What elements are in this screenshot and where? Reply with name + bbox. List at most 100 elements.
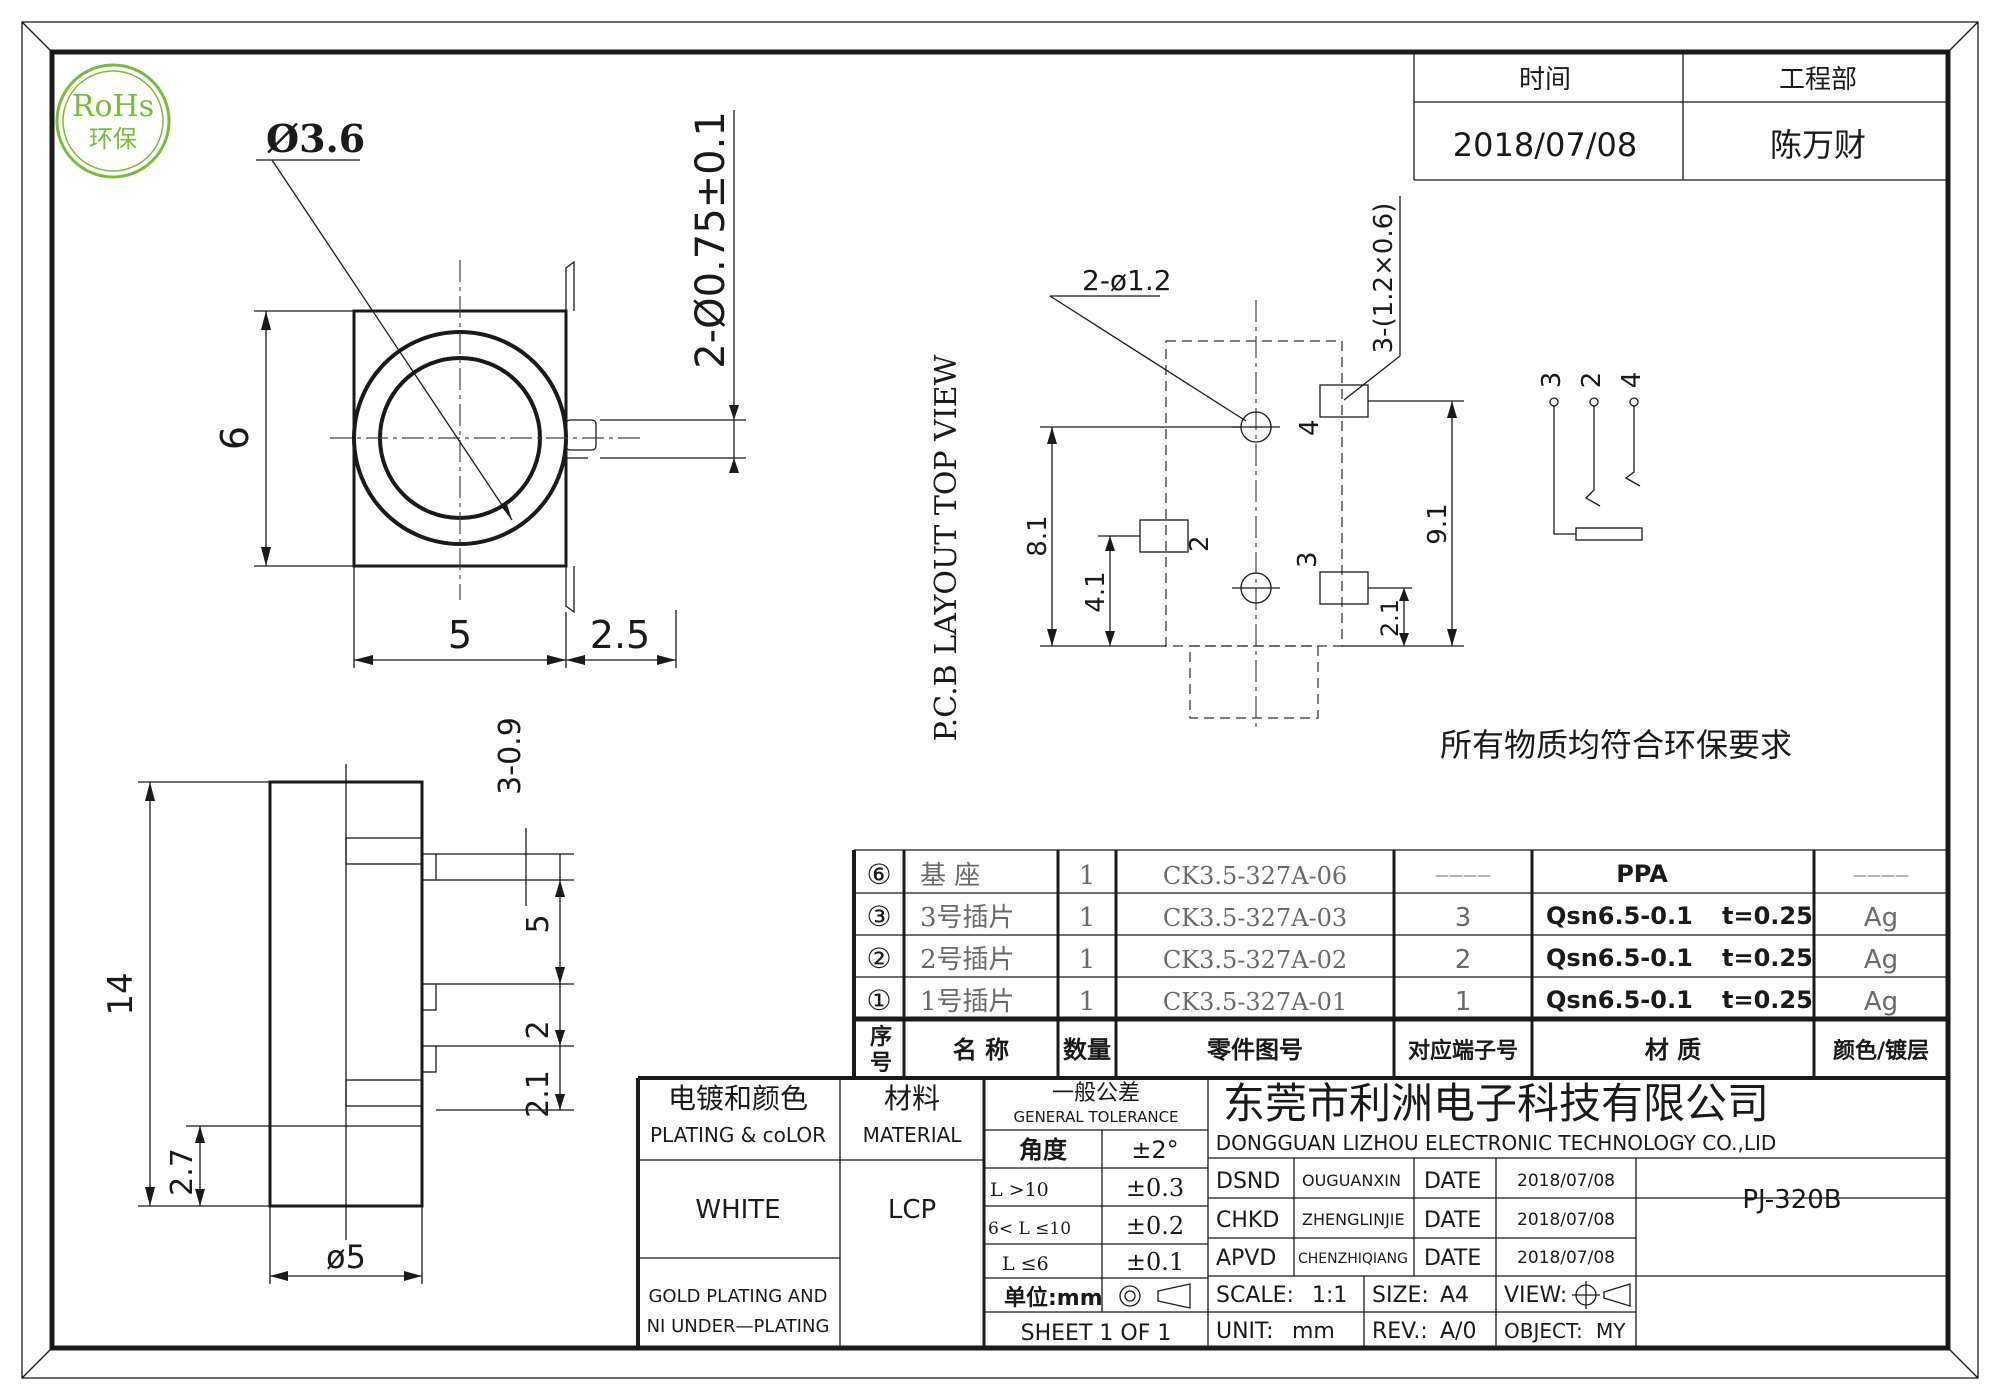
header-box: 时间 工程部 2018/07/08 陈万财 — [1413, 52, 1948, 181]
pcb-dim-41: 4.1 — [1081, 571, 1111, 612]
svg-text:3号插片: 3号插片 — [920, 903, 1015, 933]
svg-text:2018/07/08: 2018/07/08 — [1517, 1210, 1615, 1230]
svg-text:序: 序 — [870, 1024, 892, 1050]
tb-tol-val-3: ±0.1 — [1126, 1248, 1184, 1276]
bom-row-1: ① 1号插片 1 CK3.5-327A-01 1 Qsn6.5-0.1 t=0.… — [866, 984, 1898, 1017]
svg-text:A4: A4 — [1440, 1283, 1469, 1308]
svg-text:②: ② — [866, 942, 891, 975]
pcb-layout-title: P.C.B LAYOUT TOP VIEW — [929, 354, 964, 741]
tb-material-value: LCP — [888, 1195, 936, 1225]
pcb-hole-label: 2-ø1.2 — [1082, 264, 1172, 297]
tb-model: PJ-320B — [1742, 1185, 1841, 1215]
svg-text:REV.:: REV.: — [1372, 1319, 1428, 1344]
svg-text:1: 1 — [1079, 861, 1096, 891]
svg-text:t=0.25: t=0.25 — [1722, 944, 1813, 972]
schematic-pin-c: 4 — [1617, 372, 1647, 389]
bom-row-6: ⑥ 基 座 1 CK3.5-327A-06 ———— PPA ———— — [866, 858, 1909, 891]
tb-angle-label: 角度 — [1019, 1136, 1068, 1164]
svg-text:SIZE:: SIZE: — [1372, 1283, 1429, 1308]
svg-text:颜色/镀层: 颜色/镀层 — [1833, 1038, 1929, 1064]
svg-text:SCALE:: SCALE: — [1216, 1283, 1294, 1308]
svg-text:DATE: DATE — [1424, 1246, 1481, 1271]
tb-unit-label: 单位:mm — [1004, 1285, 1103, 1311]
tb-tol-val-2: ±0.2 — [1126, 1212, 1184, 1240]
svg-text:CK3.5-327A-03: CK3.5-327A-03 — [1163, 904, 1347, 932]
tb-material-cn: 材料 — [884, 1082, 940, 1115]
svg-text:1: 1 — [1079, 945, 1096, 975]
svg-text:③: ③ — [866, 900, 891, 933]
svg-text:A/0: A/0 — [1440, 1319, 1476, 1344]
svg-text:DSND: DSND — [1216, 1169, 1280, 1194]
svg-text:1: 1 — [1079, 903, 1096, 933]
svg-text:ZHENGLINJIE: ZHENGLINJIE — [1302, 1210, 1405, 1229]
svg-text:号: 号 — [870, 1051, 892, 1076]
svg-text:2号插片: 2号插片 — [920, 945, 1015, 975]
svg-text:DATE: DATE — [1424, 1169, 1481, 1194]
svg-text:1号插片: 1号插片 — [920, 987, 1015, 1017]
svg-text:Qsn6.5-0.1: Qsn6.5-0.1 — [1546, 902, 1693, 930]
svg-text:PPA: PPA — [1616, 860, 1668, 888]
svg-text:3: 3 — [1455, 903, 1472, 933]
projection-symbol-icon — [1119, 1283, 1191, 1309]
svg-text:基 座: 基 座 — [920, 861, 980, 891]
tb-company-cn: 东莞市利洲电子科技有限公司 — [1223, 1079, 1769, 1128]
pcb-pad-4: 4 — [1295, 419, 1325, 436]
front-dia-label: Ø3.6 — [266, 116, 365, 161]
side-dia-label: ø5 — [326, 1238, 366, 1276]
svg-text:————: ———— — [1435, 868, 1491, 884]
side-view: 14 2.7 ø5 3-0.9 5 2 2.1 — [101, 717, 574, 1284]
rohs-note: 所有物质均符合环保要求 — [1440, 726, 1792, 764]
tb-plating-en: PLATING & coLOR — [650, 1123, 826, 1147]
svg-text:名 称: 名 称 — [953, 1036, 1009, 1064]
bom-row-2: ② 2号插片 1 CK3.5-327A-02 2 Qsn6.5-0.1 t=0.… — [866, 942, 1898, 975]
tb-tol-range-2: 6< L ≤10 — [988, 1219, 1071, 1239]
side-base-label: 2.7 — [165, 1148, 200, 1196]
svg-text:1:1: 1:1 — [1312, 1283, 1347, 1308]
svg-text:对应端子号: 对应端子号 — [1408, 1038, 1518, 1064]
side-pitch-a-label: 5 — [521, 914, 556, 933]
tb-color-value: WHITE — [695, 1195, 780, 1225]
tb-angle-value: ±2° — [1131, 1136, 1178, 1164]
header-col2-value: 陈万财 — [1770, 126, 1866, 164]
svg-text:材 质: 材 质 — [1645, 1036, 1701, 1064]
tb-plating-value-1: GOLD PLATING AND — [648, 1286, 827, 1307]
svg-text:数量: 数量 — [1063, 1036, 1111, 1064]
svg-text:1: 1 — [1455, 987, 1472, 1017]
inner-frame — [49, 49, 1951, 1351]
tb-tol-en: GENERAL TOLERANCE — [1013, 1108, 1178, 1126]
rohs-logo-text: RoHs — [72, 89, 154, 124]
rohs-logo-sub: 环保 — [89, 125, 137, 153]
svg-text:OUGUANXIN: OUGUANXIN — [1302, 1171, 1401, 1190]
view-projection-icon — [1572, 1281, 1631, 1309]
svg-text:OBJECT:: OBJECT: — [1504, 1319, 1583, 1343]
schematic-pin-a: 3 — [1537, 372, 1567, 389]
side-total-label: 14 — [101, 972, 141, 1015]
bom-header-row: 序 号 名 称 数量 零件图号 对应端子号 材 质 颜色/镀层 — [870, 1024, 1929, 1076]
tb-tol-range-3: L ≤6 — [1002, 1253, 1049, 1275]
svg-text:CK3.5-327A-02: CK3.5-327A-02 — [1163, 946, 1347, 974]
front-view: Ø3.6 6 5 2.5 2-Ø0.75±0.1 — [213, 110, 746, 668]
svg-text:1: 1 — [1079, 987, 1096, 1017]
bom-table: ⑥ 基 座 1 CK3.5-327A-06 ———— PPA ———— ③ 3号… — [852, 849, 1948, 1080]
svg-text:CK3.5-327A-01: CK3.5-327A-01 — [1163, 988, 1347, 1016]
svg-text:mm: mm — [1292, 1319, 1335, 1344]
svg-text:Ag: Ag — [1864, 945, 1898, 975]
pcb-dim-91: 9.1 — [1423, 503, 1453, 544]
front-height-label: 6 — [213, 426, 257, 450]
header-col1-value: 2018/07/08 — [1453, 126, 1637, 164]
tb-plating-cn: 电镀和颜色 — [668, 1082, 808, 1115]
tb-tol-range-1: L >10 — [990, 1179, 1049, 1201]
svg-text:Ag: Ag — [1864, 987, 1898, 1017]
svg-text:t=0.25: t=0.25 — [1722, 986, 1813, 1014]
pcb-dim-81: 8.1 — [1023, 515, 1053, 556]
side-pitch-top-label: 3-0.9 — [493, 717, 528, 795]
pcb-pad-3: 3 — [1293, 551, 1323, 568]
svg-text:①: ① — [866, 984, 891, 1017]
header-col1-label: 时间 — [1519, 65, 1571, 95]
svg-text:Qsn6.5-0.1: Qsn6.5-0.1 — [1546, 986, 1693, 1014]
schematic-pin-b: 2 — [1577, 372, 1607, 389]
svg-text:2: 2 — [1455, 945, 1472, 975]
svg-text:CK3.5-327A-06: CK3.5-327A-06 — [1163, 862, 1347, 890]
tb-sheet: SHEET 1 OF 1 — [1021, 1321, 1172, 1346]
front-pin-dia-label: 2-Ø0.75±0.1 — [688, 111, 734, 369]
